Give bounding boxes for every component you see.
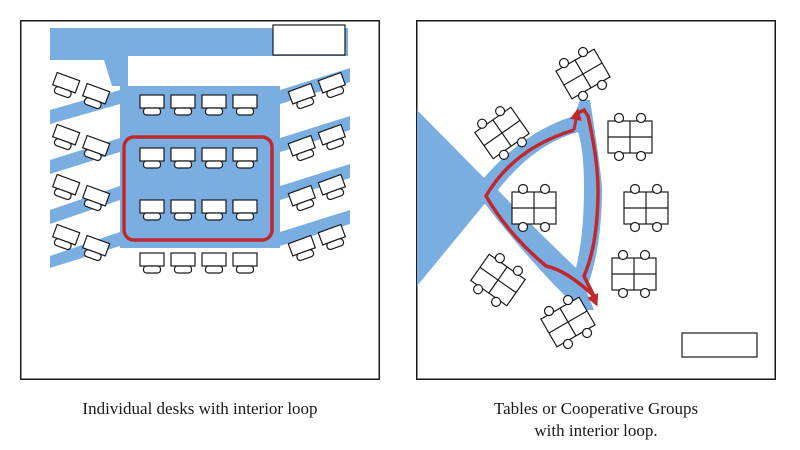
right-caption: Tables or Cooperative Groups with interi… xyxy=(416,398,776,442)
loop-arrow-down xyxy=(582,275,599,307)
interior-loop xyxy=(122,135,274,242)
teacher-desk xyxy=(272,24,346,56)
right-caption-line1: Tables or Cooperative Groups xyxy=(493,399,699,418)
left-caption-text: Individual desks with interior loop xyxy=(82,399,318,418)
interior-loop xyxy=(483,107,600,298)
cooperative-groups-diagram xyxy=(416,20,776,380)
left-caption: Individual desks with interior loop xyxy=(20,398,380,420)
individual-desks-diagram xyxy=(20,20,380,380)
entry-aisle xyxy=(417,110,496,286)
loop-arrow-up xyxy=(569,108,582,131)
teacher-desk xyxy=(681,332,758,358)
center-group xyxy=(511,183,557,233)
right-caption-line2: with interior loop. xyxy=(534,421,658,440)
